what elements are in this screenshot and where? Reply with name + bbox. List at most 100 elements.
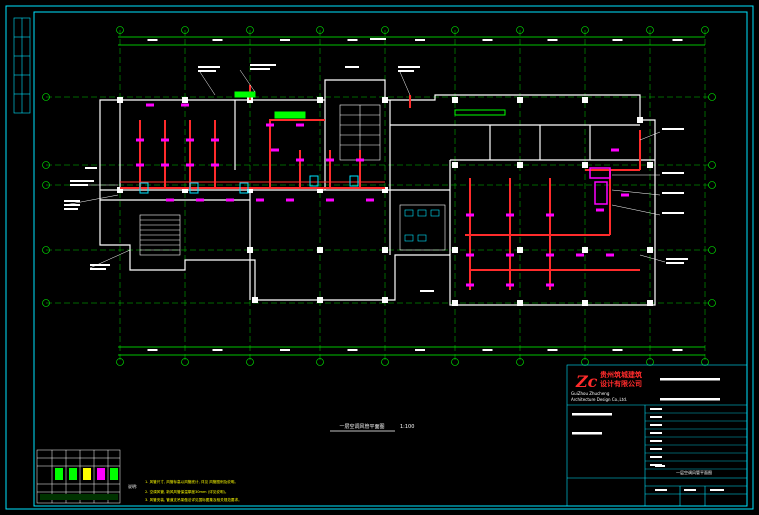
title-block-drawing-name: 一层空调风管平面图 <box>676 469 712 475</box>
axis-bubble-left <box>42 181 50 189</box>
axis-bubble-bottom <box>516 358 524 366</box>
column <box>247 187 253 193</box>
column <box>317 247 323 253</box>
column <box>452 247 458 253</box>
toilet-fixtures <box>399 204 446 251</box>
sheet-outer-frame <box>5 5 754 510</box>
diffuser <box>146 103 154 107</box>
dimension-label-top <box>482 39 493 41</box>
column <box>182 187 188 193</box>
axis-bubble-bottom <box>451 358 459 366</box>
column <box>647 300 653 306</box>
plan-title: 一层空调风管平面图 1:100 <box>330 423 414 432</box>
axis-bubble-right <box>708 181 716 189</box>
company-name-cn-1: 贵州筑城建筑 <box>600 370 642 379</box>
sheet-inner-frame <box>33 11 748 507</box>
title-block-row-label <box>650 424 662 426</box>
dimension-label-bottom <box>415 349 425 351</box>
axis-bubble-top <box>581 26 589 34</box>
dimension-label-bottom <box>280 349 290 351</box>
column <box>247 247 253 253</box>
dimension-lines <box>118 36 705 356</box>
column <box>382 97 388 103</box>
axis-bubble-top <box>246 26 254 34</box>
axis-bubble-bottom <box>116 358 124 366</box>
axis-bubble-left <box>42 246 50 254</box>
axis-bubble-top <box>451 26 459 34</box>
dimension-label-top <box>612 39 623 41</box>
title-block-row-label <box>650 448 662 450</box>
company-logo: Zc 贵州筑城建筑 设计有限公司 GuiZhou Zhucheng Archit… <box>571 370 642 402</box>
diffuser <box>196 198 204 202</box>
diffuser <box>186 138 194 142</box>
title-block-rows <box>645 408 747 470</box>
dimension-label-top <box>547 39 558 41</box>
column <box>517 162 523 168</box>
axis-bubble-top <box>646 26 654 34</box>
column <box>517 97 523 103</box>
diffuser <box>136 163 144 167</box>
hvac-equipment <box>139 91 611 205</box>
diffuser <box>606 253 614 257</box>
diffuser <box>256 198 264 202</box>
column <box>452 97 458 103</box>
diffuser <box>506 213 514 217</box>
annotation-leaders <box>64 69 666 269</box>
axis-bubble-bottom <box>246 358 254 366</box>
dimension-label-bottom <box>612 349 623 351</box>
plan-title-text: 一层空调风管平面图 <box>339 423 384 430</box>
column <box>517 300 523 306</box>
axis-grid-horizontal <box>42 93 716 307</box>
title-block-row-label <box>650 432 662 434</box>
column <box>252 297 258 303</box>
axis-bubble-top <box>701 26 709 34</box>
dimension-label-top <box>147 39 158 41</box>
column <box>382 187 388 193</box>
note-line-2: 2. 空调风管, 新风风管保温厚度30mm (详见说明)。 <box>145 489 228 494</box>
diffuser <box>356 158 364 162</box>
column <box>637 117 643 123</box>
company-name-en-1: GuiZhou Zhucheng <box>571 391 610 396</box>
axis-bubble-right <box>708 246 716 254</box>
axis-bubble-bottom <box>701 358 709 366</box>
axis-bubble-right <box>708 93 716 101</box>
dimension-label-bottom <box>672 349 683 351</box>
axis-bubble-top <box>381 26 389 34</box>
diffuser <box>611 148 619 152</box>
diffuser <box>136 138 144 142</box>
binding-strip <box>13 17 31 114</box>
diffuser <box>286 198 294 202</box>
building-walls <box>99 79 656 306</box>
axis-bubble-right <box>708 161 716 169</box>
design-notes: 说明: 1. 风管尺寸, 风管标高以风管底计, 详见 风管图例及说明。 2. 空… <box>128 479 242 502</box>
axis-bubble-top <box>316 26 324 34</box>
diffuser <box>506 253 514 257</box>
column <box>647 162 653 168</box>
diffuser <box>266 123 274 127</box>
axis-bubble-left <box>42 93 50 101</box>
axis-bubble-bottom <box>181 358 189 366</box>
diffuser <box>546 283 554 287</box>
dimension-label-bottom <box>482 349 493 351</box>
dimension-label-bottom <box>147 349 158 351</box>
diffuser <box>466 283 474 287</box>
logo-mark: Zc <box>575 372 598 391</box>
diffuser <box>326 158 334 162</box>
notes-label: 说明: <box>128 483 137 489</box>
plan-scale-text: 1:100 <box>400 424 414 430</box>
column <box>582 162 588 168</box>
axis-bubble-left <box>42 161 50 169</box>
diffuser <box>166 198 174 202</box>
dimension-label-top <box>672 39 683 41</box>
diffuser <box>366 198 374 202</box>
title-block <box>566 364 748 507</box>
dimension-label-top <box>415 39 425 41</box>
axis-bubble-left <box>42 299 50 307</box>
diffuser <box>271 148 279 152</box>
title-block-fields <box>572 378 724 491</box>
axis-bubble-top <box>116 26 124 34</box>
axis-bubble-bottom <box>381 358 389 366</box>
column <box>582 300 588 306</box>
diffuser <box>596 208 604 212</box>
